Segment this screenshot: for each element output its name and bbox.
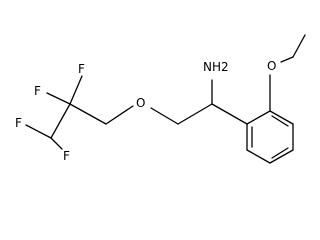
- ring-bond: [246, 149, 271, 164]
- fluorine-bottom-right-label: F: [63, 149, 70, 163]
- cf2-to-chf2-bond: [50, 103, 71, 139]
- amine-label: NH2: [203, 60, 229, 74]
- chf2-to-f-left-bond: [25, 124, 52, 139]
- ethyl-bond: [292, 34, 306, 58]
- ch-to-ch2-bond: [177, 103, 213, 125]
- o-to-ch2-bond-left: [105, 105, 134, 125]
- ring-double-bond: [271, 115, 289, 127]
- ring-to-ch-bond: [211, 103, 248, 125]
- ether-oxygen-label: O: [136, 96, 145, 110]
- cf2-to-f-middle-bond: [46, 92, 71, 105]
- ring-double-bond: [271, 147, 289, 159]
- fluorine-top-label: F: [78, 62, 85, 76]
- o-to-ch2-bond: [280, 56, 294, 63]
- benzene-ring: [246, 110, 294, 164]
- ring-bond: [246, 110, 271, 125]
- chf2-to-f-right-bond: [50, 137, 63, 150]
- ethoxy-oxygen-label: O: [267, 59, 276, 73]
- fluorine-middle-label: F: [34, 84, 41, 98]
- fluorine-bottom-left-label: F: [15, 116, 22, 130]
- ring-bond: [269, 110, 294, 125]
- structure-diagram: NH2 O O F F F F: [15, 34, 306, 164]
- ring-bond: [269, 149, 294, 164]
- ch2-to-o-bond: [150, 107, 179, 125]
- ch2-to-cf2-bond: [69, 103, 107, 125]
- cf2-to-f-top-bond: [69, 75, 83, 105]
